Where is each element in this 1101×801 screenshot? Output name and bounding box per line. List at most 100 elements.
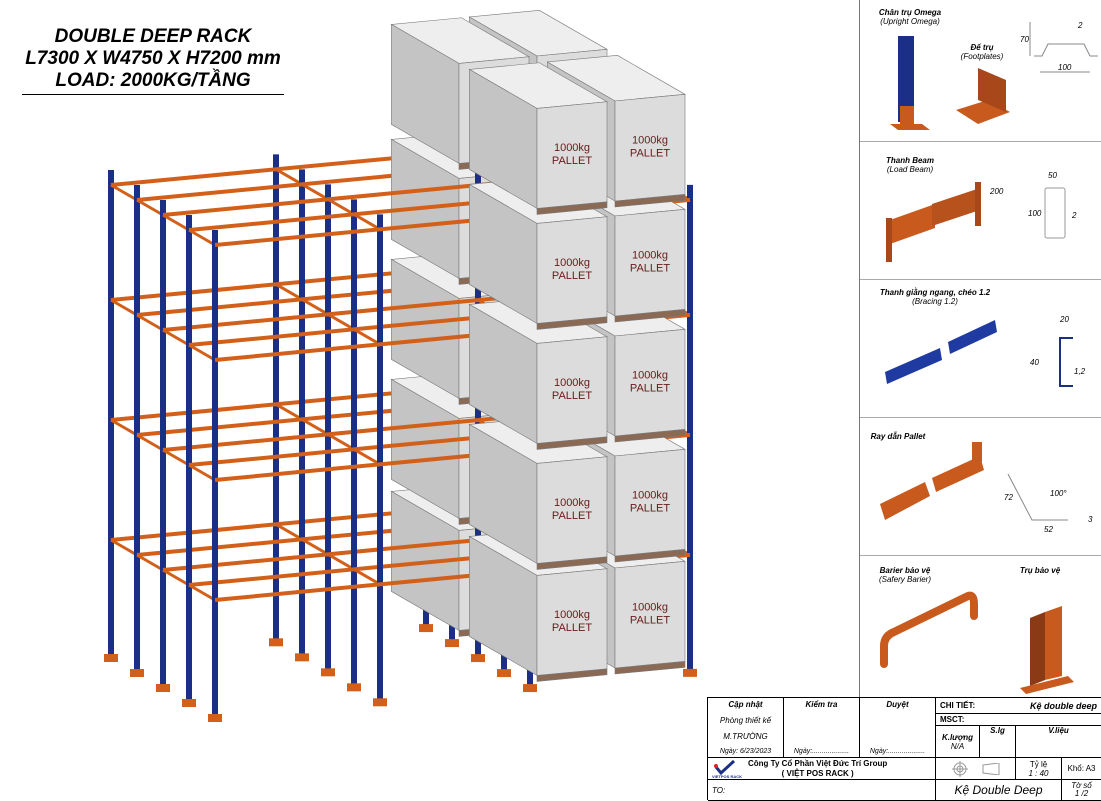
footplate (130, 669, 144, 677)
projection-circle-icon (951, 760, 968, 777)
pallet-rail (301, 538, 329, 556)
company-brand: ( VIỆT POS RACK ) (781, 768, 854, 778)
pallet-rail (275, 403, 303, 421)
box-front (614, 561, 686, 669)
detail-label: CHI TIẾT: (940, 701, 976, 710)
detail-value: Kệ double deep (1029, 700, 1097, 711)
weight-value: N/A (950, 741, 965, 751)
pallet-rail (188, 228, 216, 247)
load-beam-image (886, 182, 981, 262)
date-update: Ngày: 6/23/2023 (719, 748, 772, 755)
upright-column-image (890, 36, 930, 130)
box-pallet-label: PALLET (552, 155, 592, 167)
footplate-image (956, 68, 1010, 124)
footplate-label: Đế trụ(Footplates) (960, 43, 1004, 61)
footplate (373, 698, 387, 707)
pallet-rail (188, 343, 216, 362)
weight-cell: K.lượng N/A (936, 726, 980, 758)
box-pallet-label: PALLET (552, 622, 592, 634)
pallet-rail (301, 183, 329, 201)
pallet-rail (162, 213, 190, 232)
bracing-image (885, 320, 997, 384)
pallet-rail (327, 198, 355, 216)
paper-size: Khổ: A3 (1062, 758, 1101, 780)
box-weight-label: 1000kg (632, 490, 668, 502)
footplate (419, 624, 433, 633)
dim-20: 20 (1059, 315, 1069, 324)
footplate (445, 639, 459, 648)
pallet-rail (136, 433, 164, 452)
dim-50: 50 (1048, 171, 1057, 180)
scale-label: Tỷ lệ (1029, 759, 1048, 769)
dim-40: 40 (1030, 358, 1039, 367)
footplate (523, 684, 537, 693)
box-pallet-label: PALLET (552, 270, 592, 282)
pallet-rail (136, 198, 164, 217)
box-weight-label: 1000kg (632, 370, 668, 382)
dim-2: 2 (1077, 21, 1083, 30)
footplate (295, 653, 309, 662)
box-weight-label: 1000kg (554, 497, 590, 509)
beam-label: Thanh Beam(Load Beam) (885, 156, 934, 174)
box-pallet-label: PALLET (630, 383, 670, 395)
qty-label: S.lg (980, 726, 1016, 758)
company-name: Công Ty Cổ Phần Việt Đức Trí Group (748, 758, 888, 768)
pallet-rail (327, 433, 355, 451)
box-front (536, 216, 608, 324)
scale-cell: Tỷ lệ 1 : 40 (1016, 758, 1062, 780)
footplate (347, 683, 361, 692)
bracing-label: Thanh giằng ngang, chéo 1.2(Bracing 1.2) (879, 288, 991, 306)
msct-label: MSCT: (940, 715, 965, 724)
rack-isometric-drawing: 1000kgPALLET1000kgPALLET1000kgPALLET1000… (104, 10, 697, 722)
pallet-rail (110, 538, 138, 557)
pallet-rail (162, 448, 190, 467)
box-pallet-label: PALLET (630, 615, 670, 627)
dim-72: 72 (1004, 493, 1013, 502)
box-weight-label: 1000kg (554, 609, 590, 621)
designer: M.TRƯỜNG (723, 732, 768, 741)
footplate (269, 638, 283, 647)
protection-post-image (1020, 606, 1074, 694)
section-beam: 200 50 100 2 Thanh Beam(Load Beam) (860, 142, 1101, 280)
title-line-2: L7300 X W4750 X H7200 mm (25, 48, 281, 69)
weight-label: K.lượng (941, 732, 974, 742)
sheet-label: Tờ số (1071, 781, 1092, 790)
dept: Phòng thiết kế (719, 716, 772, 725)
check-label: Kiểm tra (805, 700, 838, 709)
sheet-value: 1 /2 (1074, 789, 1089, 798)
upright-profile-drawing (1029, 22, 1098, 73)
pallet-rail (353, 568, 381, 586)
pallet-rail (188, 463, 216, 482)
box-front (614, 329, 686, 437)
section-bracing: 20 40 1,2 Thanh giằng ngang, chéo 1.2(Br… (860, 280, 1101, 418)
box-pallet-label: PALLET (552, 390, 592, 402)
section-pallet-rail: 72 100° 52 3 Ray dẫn Pallet (860, 418, 1101, 556)
dim-100: 100 (1028, 209, 1042, 218)
box-front (614, 209, 686, 317)
dim-70: 70 (1020, 35, 1029, 44)
box-weight-label: 1000kg (632, 250, 668, 262)
pallet-rail (162, 568, 190, 587)
dim-200: 200 (989, 187, 1004, 196)
date-check: Ngày:................... (793, 748, 850, 755)
box-weight-label: 1000kg (632, 602, 668, 614)
scale-value: 1 : 40 (1028, 768, 1049, 778)
dim-1-2: 1,2 (1074, 367, 1086, 376)
logo-text: VIETPOS RACK (712, 774, 742, 779)
pallet-rail (301, 298, 329, 316)
to-label: TO: (708, 780, 936, 801)
pallet-rail (136, 553, 164, 572)
footplate (182, 699, 196, 707)
drawing-title: DOUBLE DEEP RACK L7300 X W4750 X H7200 m… (22, 26, 284, 95)
pallet-rail (301, 418, 329, 436)
bracing-profile-drawing (1059, 337, 1073, 387)
detail-cell: CHI TIẾT: Kệ double deep (936, 698, 1101, 714)
pallet-rail-label: Ray dẫn Pallet (870, 432, 926, 441)
dim-52: 52 (1044, 525, 1053, 534)
dim-angle: 100° (1050, 489, 1067, 498)
pallet-rail-profile-drawing (1007, 473, 1068, 521)
upright-label: Chân trụ Omega(Upright Omega) (878, 8, 942, 26)
box-front (536, 101, 608, 209)
company-logo: VIETPOS RACK (712, 759, 742, 779)
pallet-rail (110, 183, 138, 202)
